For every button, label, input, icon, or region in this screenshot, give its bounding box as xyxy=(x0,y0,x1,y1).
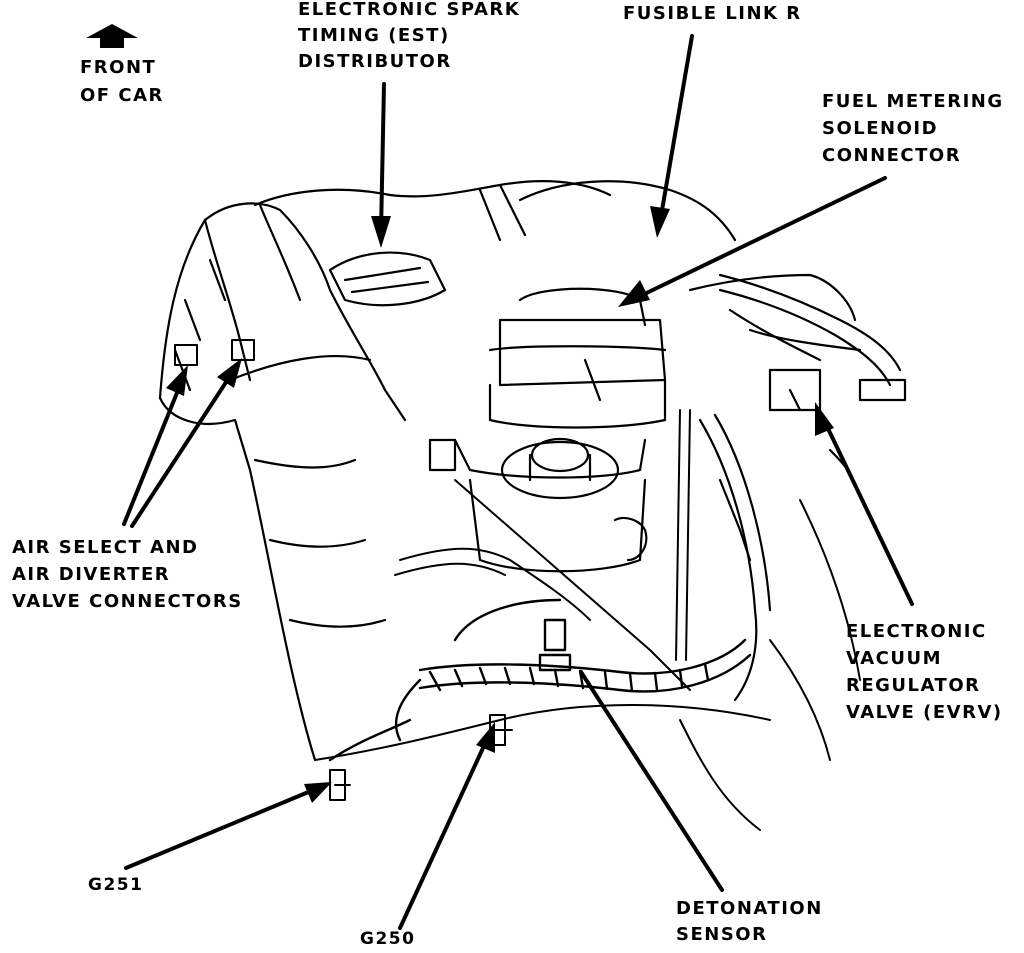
fusible-link-label: FUSIBLE LINK R xyxy=(623,0,802,27)
detonation-sensor-label: DETONATION SENSOR xyxy=(676,896,823,948)
est-line-1: ELECTRONIC SPARK xyxy=(298,0,521,20)
air-valve-connectors xyxy=(174,339,255,366)
front-of-car-line-2: OF CAR xyxy=(80,85,164,106)
detonation-line-2: SENSOR xyxy=(676,924,768,945)
g251-ground-bolt xyxy=(329,769,351,801)
fuel-metering-solenoid-label: FUEL METERING SOLENOID CONNECTOR xyxy=(822,88,1004,169)
fuel-lines xyxy=(394,409,691,691)
air-line-1: AIR SELECT AND xyxy=(12,537,199,558)
lower-harness xyxy=(328,598,752,762)
front-of-car-label: FRONT OF CAR xyxy=(80,54,164,110)
left-manifold xyxy=(158,202,407,762)
air-valve-connectors-label: AIR SELECT AND AIR DIVERTER VALVE CONNEC… xyxy=(12,534,243,615)
air-line-2: AIR DIVERTER xyxy=(12,564,171,585)
fuel-line-2: SOLENOID xyxy=(822,118,939,139)
evrv-line-4: VALVE (EVRV) xyxy=(846,702,1003,723)
g250-text: G250 xyxy=(360,929,416,949)
g251-text: G251 xyxy=(88,875,144,895)
carburetor-body xyxy=(428,287,667,573)
fuel-line-3: CONNECTOR xyxy=(822,145,962,166)
fusible-line-1: FUSIBLE LINK R xyxy=(623,3,802,24)
g251-label: G251 xyxy=(88,872,143,899)
evrv-label: ELECTRONIC VACUUM REGULATOR VALVE (EVRV) xyxy=(846,618,1003,726)
air-line-3: VALVE CONNECTORS xyxy=(12,591,243,612)
engine-block xyxy=(314,499,861,831)
fuel-line-1: FUEL METERING xyxy=(822,91,1004,112)
right-harness xyxy=(688,273,907,702)
front-of-car-line-1: FRONT xyxy=(80,57,157,78)
evrv-line-3: REGULATOR xyxy=(846,675,981,696)
g250-label: G250 xyxy=(360,926,415,953)
est-line-3: DISTRIBUTOR xyxy=(298,51,452,72)
evrv-line-2: VACUUM xyxy=(846,648,942,669)
est-line-2: TIMING (EST) xyxy=(298,25,450,46)
evrv-line-1: ELECTRONIC xyxy=(846,621,987,642)
detonation-line-1: DETONATION xyxy=(676,898,823,919)
est-distributor-label: ELECTRONIC SPARK TIMING (EST) DISTRIBUTO… xyxy=(298,0,520,75)
up-arrow-icon xyxy=(86,24,138,48)
